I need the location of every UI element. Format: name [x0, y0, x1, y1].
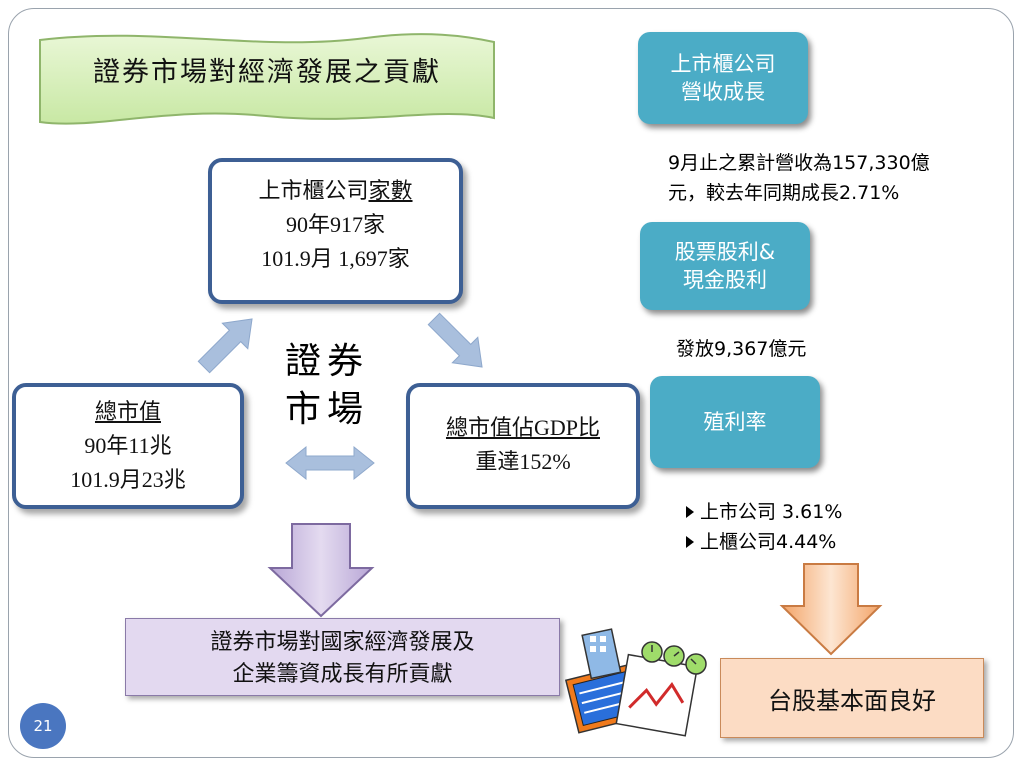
market-value-line1: 90年11兆	[84, 433, 172, 458]
center-line2: 市場	[284, 389, 369, 430]
market-value-heading: 總市值	[94, 399, 161, 424]
center-line1: 證券	[284, 341, 369, 382]
arrow-diagonal-right	[427, 312, 483, 368]
arrow-down-purple	[267, 523, 375, 618]
arrow-double-horizontal	[285, 445, 375, 481]
companies-heading: 上市櫃公司家數	[212, 174, 459, 208]
conclusion-fundamentals: 台股基本面良好	[720, 658, 984, 738]
dividend-note: 發放9,367億元	[676, 338, 807, 360]
dividend-line2: 現金股利	[683, 268, 767, 292]
center-securities-market: 證券 市場	[272, 338, 382, 434]
yield-list: 上市公司 3.61% 上櫃公司4.44%	[686, 497, 916, 557]
box-market-value: 總市值 90年11兆 101.9月23兆	[12, 383, 244, 509]
revenue-note: 9月止之累計營收為157,330億 元，較去年同期成長2.71%	[668, 148, 1014, 208]
companies-heading-text: 上市櫃公司家數	[258, 178, 413, 203]
box-listed-companies: 上市櫃公司家數 90年917家 101.9月 1,697家	[208, 158, 463, 304]
gdp-line2: 重達152%	[475, 449, 571, 474]
arrow-down-peach	[779, 563, 883, 656]
bullet-icon	[686, 506, 694, 518]
revenue-note-line1: 9月止之累計營收為157,330億	[668, 152, 930, 174]
conclusion-left-line1: 證券市場對國家經濟發展及	[210, 630, 475, 655]
teal-box-revenue-growth: 上市櫃公司 營收成長	[638, 32, 808, 124]
arrow-diagonal-left	[197, 318, 253, 374]
dividend-line1: 股票股利&	[674, 240, 776, 264]
teal-box-dividend: 股票股利& 現金股利	[640, 222, 810, 310]
companies-line1: 90年917家	[285, 212, 385, 237]
page-number-badge: 21	[20, 703, 66, 749]
revenue-line1: 上市櫃公司	[670, 52, 776, 76]
slide-title: 證券市場對經濟發展之貢獻	[93, 57, 441, 88]
companies-line2: 101.9月 1,697家	[261, 246, 410, 271]
yield-item-otc-text: 上櫃公司4.44%	[700, 531, 837, 553]
revenue-line2: 營收成長	[681, 80, 765, 104]
revenue-note-line2: 元，較去年同期成長2.71%	[668, 182, 900, 204]
yield-item-listed: 上市公司 3.61%	[686, 497, 916, 527]
yield-item-otc: 上櫃公司4.44%	[686, 527, 916, 557]
market-value-line2: 101.9月23兆	[70, 467, 186, 492]
title-banner	[39, 33, 495, 125]
yield-item-listed-text: 上市公司 3.61%	[700, 501, 843, 523]
conclusion-contribution: 證券市場對國家經濟發展及 企業籌資成長有所貢獻	[125, 618, 560, 696]
yield-label: 殖利率	[703, 410, 767, 434]
teal-box-yield: 殖利率	[650, 376, 820, 468]
bullet-icon	[686, 536, 694, 548]
box-gdp-ratio: 總市值佔GDP比 重達152%	[406, 383, 640, 509]
gdp-line1: 總市值佔GDP比	[445, 415, 600, 440]
conclusion-left-line2: 企業籌資成長有所貢獻	[232, 662, 453, 687]
business-clipart	[564, 628, 707, 737]
